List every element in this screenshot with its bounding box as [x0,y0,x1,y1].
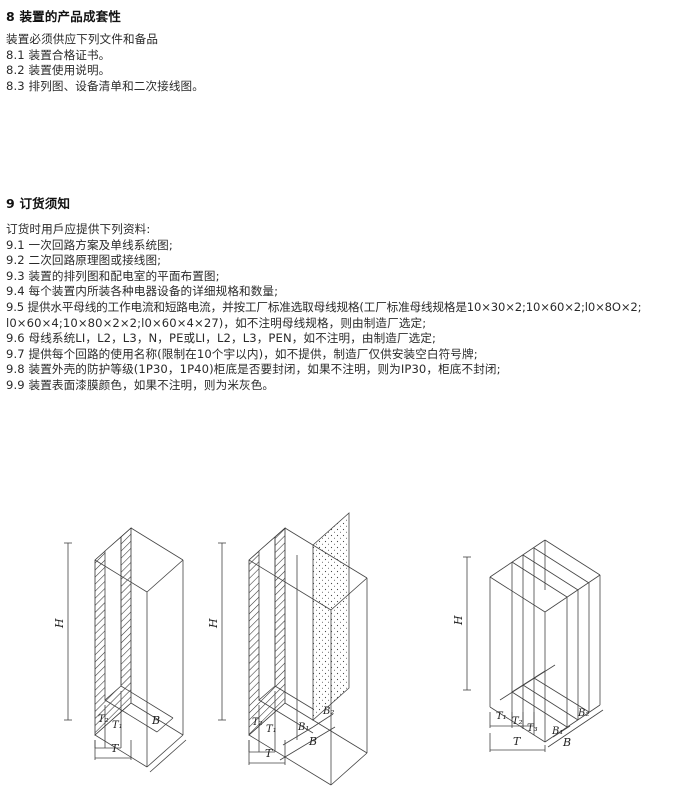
section-9-intro: 订货时用戶应提供下列资料: [6,222,151,236]
section-8-body: 装置必须供应下列文件和备品 8.1 装置合格证书。 8.2 装置使用说明。 8.… [6,32,204,94]
section-9-heading: 9 订货须知 [6,196,71,211]
section-9-item: 9.2 二次回路原理图或接线图; [6,253,162,268]
fig2-label-b2: B₂ [322,706,334,717]
section-8-item: 8.2 装置使用说明。 [6,63,111,78]
fig1-label-t2: T₂ [98,714,109,725]
fig2-label-t2: T₂ [252,717,263,728]
fig3-label-b2: B₂ [577,708,589,719]
fig3-label-b: B [562,736,571,749]
fig3-label-h: H [452,615,465,626]
section-9-item: 9.6 母线系统LI，L2，L3，N，PE或LI，L2，L3，PEN，如不注明，… [6,331,437,346]
fig2-label-t: T [265,747,274,760]
figure-1-cabinet [64,527,187,773]
section-9-item: 9.1 一次回路方案及单线系统图; [6,237,173,252]
fig2-label-b1: B₁ [297,722,309,733]
fig3-label-t3: T₃ [527,723,538,734]
section-8-item: 8.3 排列图、设备清单和二次接线图。 [6,78,204,93]
fig2-label-h: H [207,618,220,629]
fig2-label-t1: T₁ [266,724,277,735]
figure-3-cabinet [463,539,604,752]
fig3-label-t1: T₁ [496,711,507,722]
fig2-label-b: B [308,735,317,748]
figure-2-cabinet [218,512,368,786]
section-9-item: 9.3 装置的排列图和配电室的平面布置图; [6,268,220,283]
section-8-item: 8.1 装置合格证书。 [6,47,111,62]
fig1-label-b: B [151,714,160,727]
section-9-item: 9.4 每个装置内所装各种电器设备的详细规格和数量; [6,284,279,299]
fig1-label-t: T [111,742,120,755]
fig1-label-h: H [53,618,66,629]
section-9-item: 9.8 装置外壳的防护等级(1P30，1P40)柜底是否要封闭，如果不注明，则为… [6,362,501,377]
fig3-label-t2: T₂ [512,716,523,727]
section-9-body: 订货时用戶应提供下列资料: 9.1 一次回路方案及单线系统图; 9.2 二次回路… [6,222,642,394]
section-8-intro: 装置必须供应下列文件和备品 [6,32,159,46]
section-9-item: 9.9 装置表面漆膜颜色，如果不注明，则为米灰色。 [6,377,275,392]
section-9-item: l0×60×4;10×80×2×2;l0×60×4×27)，如不注明母线规格，则… [6,315,427,330]
section-8-heading: 8 装置的产品成套性 [6,9,122,24]
section-9-item: 9.7 提供每个回路的使用名称(限制在10个宇以内)，如不提供，制造厂仅供安装空… [6,346,478,361]
fig3-label-b1: B₁ [551,726,563,737]
fig1-label-t1: T₁ [112,720,123,731]
fig3-label-t: T [513,735,522,748]
section-9-item: 9.5 提供水平母线的工作电流和短路电流，并按工厂标准选取母线规格(工厂标准母线… [6,299,642,314]
